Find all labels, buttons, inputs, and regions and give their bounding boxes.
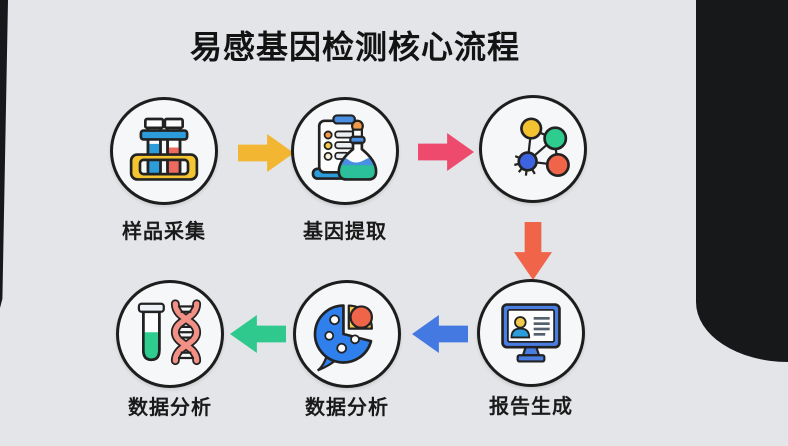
step-sample-collection [110,97,218,205]
backdrop-sliver-left [0,0,8,308]
label-report-generation: 报告生成 [489,394,573,418]
arrow-right-pink-icon [418,133,474,171]
step-gene-extraction [291,97,399,205]
label-data-analysis-chart: 数据分析 [305,395,389,419]
test-tube-rack-icon [129,117,199,181]
label-gene-extraction: 基因提取 [303,219,387,243]
step-report-generation [477,279,585,387]
arrow-left-blue-icon [412,315,468,353]
arrow-right-yellow-icon [238,134,294,172]
arrow-down-orange-icon [514,222,552,280]
clipboard-flask-icon [311,114,378,181]
arrow-left-green-icon [230,315,286,353]
label-sample-collection: 样品采集 [122,219,206,243]
dna-test-tube-icon [137,299,202,366]
molecule-network-icon [514,117,570,177]
monitor-report-icon [501,303,561,363]
backdrop-corner-right [696,0,788,362]
pie-chart-bubble-icon [313,304,373,372]
step-molecule-network [479,95,587,203]
label-data-analysis-dna: 数据分析 [128,395,212,419]
step-data-analysis-dna [116,280,224,388]
page-title: 易感基因检测核心流程 [189,28,520,66]
step-data-analysis-chart [293,280,401,388]
